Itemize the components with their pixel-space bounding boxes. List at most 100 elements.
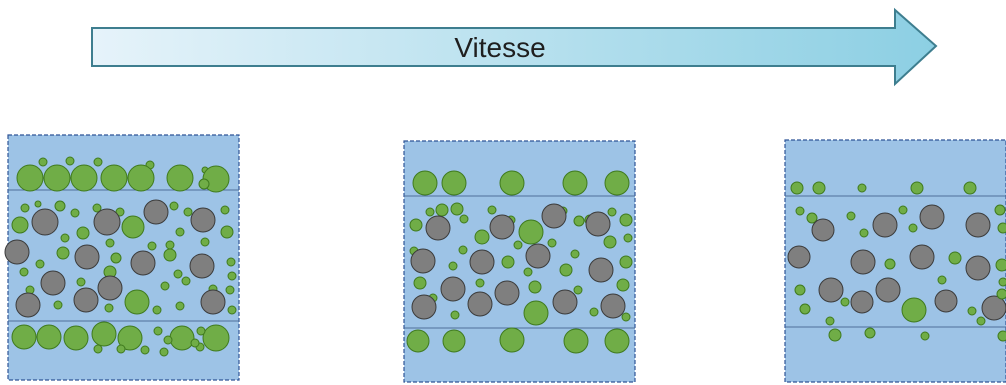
gray-particle bbox=[872, 212, 898, 238]
green-particle bbox=[227, 305, 237, 315]
green-particle bbox=[562, 170, 588, 196]
green-particle bbox=[997, 222, 1006, 234]
green-particle bbox=[573, 215, 585, 227]
green-particle bbox=[70, 208, 80, 218]
green-particle bbox=[127, 164, 155, 192]
green-particle bbox=[92, 203, 102, 213]
gray-particle bbox=[200, 289, 226, 315]
green-particle bbox=[607, 207, 617, 217]
green-particle bbox=[450, 310, 460, 320]
green-particle bbox=[20, 203, 30, 213]
green-particle bbox=[181, 276, 191, 286]
green-particle bbox=[56, 246, 70, 260]
green-particle bbox=[998, 277, 1006, 287]
green-particle bbox=[806, 212, 818, 224]
green-particle bbox=[604, 170, 630, 196]
green-particle bbox=[169, 201, 179, 211]
panel-slow bbox=[4, 134, 240, 381]
green-particle bbox=[38, 157, 48, 167]
green-particle bbox=[619, 213, 633, 227]
green-particle bbox=[996, 288, 1006, 300]
gray-particle bbox=[525, 243, 551, 269]
green-particle bbox=[604, 328, 630, 354]
gray-particle bbox=[410, 248, 436, 274]
green-particle bbox=[790, 181, 804, 195]
green-particle bbox=[227, 271, 237, 281]
green-particle bbox=[603, 235, 617, 249]
green-particle bbox=[173, 269, 183, 279]
gray-particle bbox=[552, 289, 578, 315]
panels bbox=[4, 134, 1006, 383]
green-particle bbox=[11, 216, 29, 234]
gray-particle bbox=[190, 207, 216, 233]
green-particle bbox=[11, 324, 37, 350]
green-particle bbox=[159, 347, 169, 357]
green-particle bbox=[846, 211, 856, 221]
green-particle bbox=[163, 248, 177, 262]
gray-particle bbox=[981, 295, 1006, 321]
green-particle bbox=[825, 316, 835, 326]
green-particle bbox=[435, 203, 449, 217]
green-particle bbox=[523, 267, 533, 277]
green-particle bbox=[175, 227, 185, 237]
gray-particle bbox=[97, 275, 123, 301]
gray-particle bbox=[875, 277, 901, 303]
green-particle bbox=[140, 345, 150, 355]
green-particle bbox=[409, 218, 423, 232]
gray-particle bbox=[787, 245, 811, 269]
green-particle bbox=[220, 225, 234, 239]
gray-particle bbox=[965, 212, 991, 238]
speed-arrow-label: Vitesse bbox=[454, 32, 545, 63]
green-particle bbox=[60, 233, 70, 243]
gray-particle bbox=[440, 276, 466, 302]
green-particle bbox=[859, 228, 869, 238]
green-particle bbox=[110, 252, 122, 264]
green-particle bbox=[198, 178, 210, 190]
gray-particle bbox=[143, 199, 169, 225]
gray-particle bbox=[850, 290, 874, 314]
green-particle bbox=[795, 206, 805, 216]
gray-particle bbox=[40, 270, 66, 296]
gray-particle bbox=[4, 239, 30, 265]
green-particle bbox=[160, 281, 170, 291]
green-particle bbox=[165, 240, 175, 250]
green-particle bbox=[35, 259, 45, 269]
gray-particle bbox=[411, 294, 437, 320]
green-particle bbox=[908, 223, 918, 233]
green-particle bbox=[91, 321, 117, 347]
green-particle bbox=[898, 205, 908, 215]
gray-particle bbox=[494, 280, 520, 306]
green-particle bbox=[458, 245, 468, 255]
gray-particle bbox=[585, 211, 611, 237]
gray-particle bbox=[588, 257, 614, 283]
gray-particle bbox=[850, 249, 876, 275]
gray-particle bbox=[811, 218, 835, 242]
green-particle bbox=[413, 276, 427, 290]
gray-particle bbox=[919, 204, 945, 230]
green-particle bbox=[100, 164, 128, 192]
green-particle bbox=[93, 344, 103, 354]
gray-particle bbox=[15, 292, 41, 318]
green-particle bbox=[450, 202, 464, 216]
green-particle bbox=[920, 331, 930, 341]
green-particle bbox=[828, 328, 842, 342]
green-particle bbox=[116, 344, 126, 354]
green-particle bbox=[573, 285, 583, 295]
green-particle bbox=[441, 170, 467, 196]
green-particle bbox=[459, 214, 469, 224]
green-particle bbox=[76, 277, 86, 287]
green-particle bbox=[523, 300, 549, 326]
gray-particle bbox=[73, 287, 99, 313]
green-particle bbox=[616, 278, 630, 292]
green-particle bbox=[104, 303, 114, 313]
green-particle bbox=[190, 338, 200, 348]
green-particle bbox=[153, 326, 163, 336]
green-particle bbox=[967, 306, 977, 316]
green-particle bbox=[963, 181, 977, 195]
gray-particle bbox=[130, 250, 156, 276]
green-particle bbox=[175, 301, 185, 311]
speed-arrow: Vitesse bbox=[91, 7, 938, 87]
green-particle bbox=[475, 278, 485, 288]
green-particle bbox=[19, 267, 29, 277]
gray-particle bbox=[189, 253, 215, 279]
